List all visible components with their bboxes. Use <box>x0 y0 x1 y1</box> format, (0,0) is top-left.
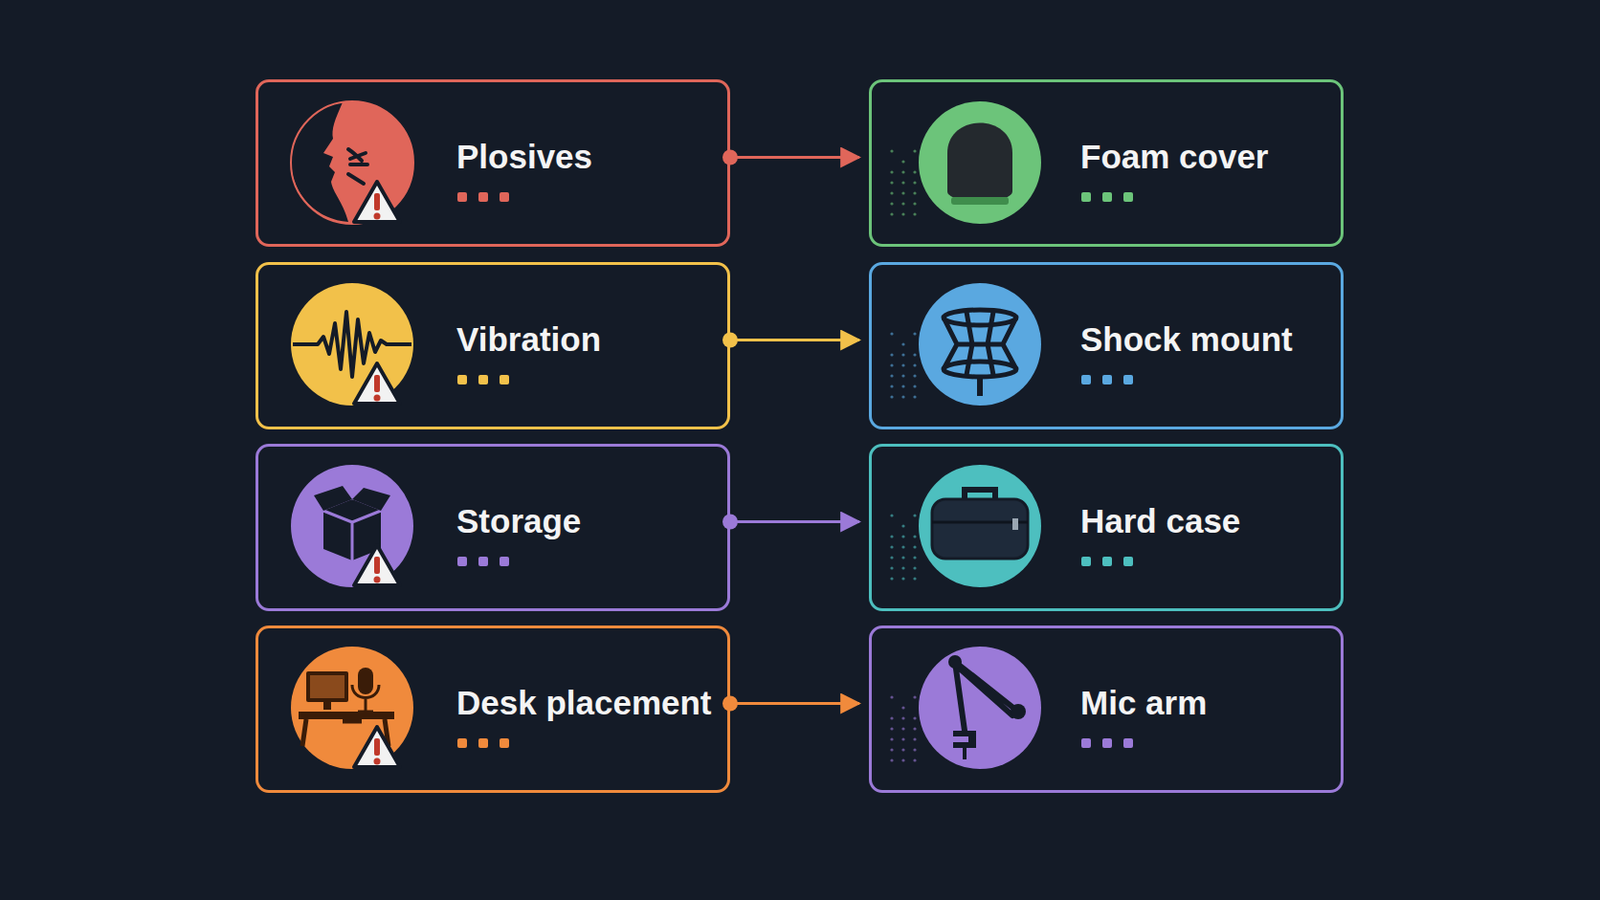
item-box: Foam cover <box>868 79 1344 247</box>
shock-mount-icon <box>918 283 1042 406</box>
item-label: Vibration <box>456 320 601 359</box>
item-label: Desk placement <box>456 684 712 723</box>
item-label: Plosives <box>456 137 593 177</box>
decor-dots <box>457 149 1134 762</box>
item-box: Storage <box>255 444 731 612</box>
item-label: Shock mount <box>1080 320 1293 359</box>
arrow-connector <box>722 150 860 166</box>
mic-arm-icon <box>918 646 1042 770</box>
item-box: Desk placement <box>255 625 731 794</box>
item-label: Storage <box>456 502 581 541</box>
item-box: Plosives <box>255 79 731 247</box>
arrow-connector <box>722 514 860 531</box>
item-box: Vibration <box>255 262 731 430</box>
storage-icon <box>290 465 414 588</box>
vibration-icon <box>290 283 414 406</box>
item-box: Shock mount <box>868 262 1344 430</box>
item-label: Foam cover <box>1080 137 1268 177</box>
item-label: Mic arm <box>1080 684 1207 723</box>
item-box: Mic arm <box>868 625 1344 794</box>
arrow-connector <box>722 696 860 712</box>
item-label: Hard case <box>1080 502 1241 541</box>
arrow-connector <box>722 333 860 349</box>
desk-icon <box>290 646 414 770</box>
plosive-icon <box>290 101 414 224</box>
case-icon <box>918 465 1042 588</box>
item-box: Hard case <box>868 444 1344 612</box>
foam-icon <box>918 101 1042 224</box>
